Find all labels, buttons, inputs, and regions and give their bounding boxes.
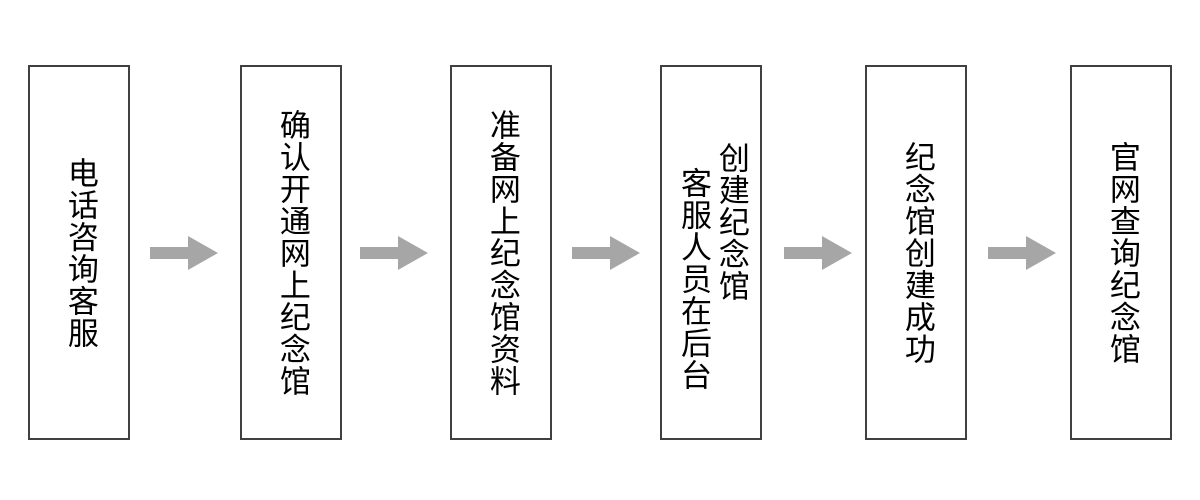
flow-arrow-2 xyxy=(360,236,428,270)
flow-node-4-label-column-1: 创建纪念馆 xyxy=(712,142,749,302)
flow-node-4-label-column-2: 客服人员在后台 xyxy=(675,167,711,391)
flow-node-5[interactable]: 纪念馆创建成功 xyxy=(865,65,967,440)
flow-node-2-label: 确认开通网上纪念馆 xyxy=(273,108,310,397)
flow-node-1-label: 电话咨询客服 xyxy=(61,156,98,349)
right-arrow-icon xyxy=(150,236,218,270)
flow-node-5-label: 纪念馆创建成功 xyxy=(898,140,935,365)
flow-node-1[interactable]: 电话咨询客服 xyxy=(28,65,130,440)
flow-arrow-1 xyxy=(150,236,218,270)
flow-arrow-4 xyxy=(784,236,852,270)
flow-node-2[interactable]: 确认开通网上纪念馆 xyxy=(240,65,342,440)
flow-node-3-label: 准备网上纪念馆资料 xyxy=(483,108,520,397)
flow-arrow-3 xyxy=(572,236,640,270)
flow-node-6[interactable]: 官网查询纪念馆 xyxy=(1070,65,1172,440)
right-arrow-icon xyxy=(360,236,428,270)
right-arrow-icon xyxy=(988,236,1056,270)
right-arrow-icon xyxy=(572,236,640,270)
right-arrow-icon xyxy=(784,236,852,270)
flow-node-4[interactable]: 创建纪念馆 客服人员在后台 xyxy=(660,65,762,440)
flow-node-3[interactable]: 准备网上纪念馆资料 xyxy=(450,65,552,440)
flow-node-6-label: 官网查询纪念馆 xyxy=(1103,140,1140,365)
flow-arrow-5 xyxy=(988,236,1056,270)
